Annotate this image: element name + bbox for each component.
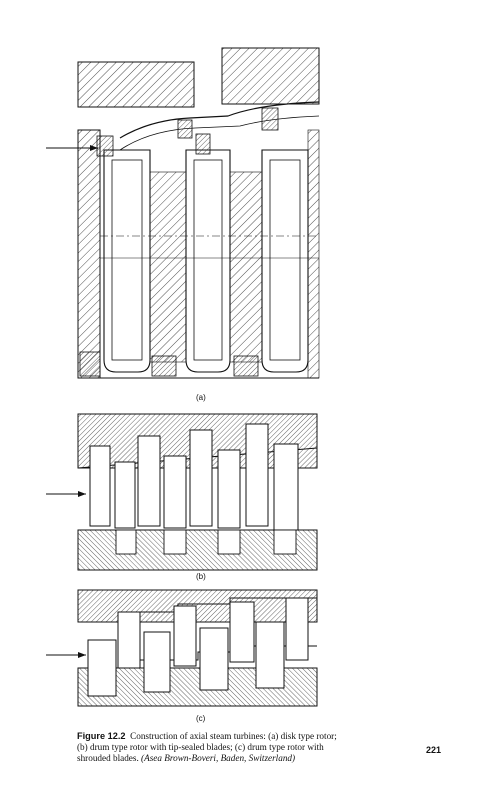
panel-a-label: (a) bbox=[196, 393, 206, 402]
disk-1 bbox=[103, 149, 151, 373]
figure-caption: Figure 12.2 Construction of axial steam … bbox=[77, 731, 339, 764]
panel-b-label: (b) bbox=[196, 572, 206, 581]
page-number: 221 bbox=[426, 745, 442, 755]
panel-c-label: (c) bbox=[196, 714, 206, 723]
disk-3 bbox=[261, 149, 309, 373]
casing-left bbox=[77, 61, 195, 108]
figure-number: Figure 12.2 bbox=[77, 731, 126, 741]
rotor-wall-left bbox=[77, 129, 101, 379]
caption-text: Construction of axial steam turbines: (a… bbox=[77, 731, 337, 763]
casing-right bbox=[221, 47, 320, 105]
panel-b-drawing bbox=[46, 413, 318, 571]
panel-c-drawing bbox=[46, 589, 318, 707]
casing-c bbox=[77, 589, 318, 623]
panel-a-drawing bbox=[46, 47, 320, 379]
caption-credit: (Asea Brown-Boveri, Baden, Switzerland) bbox=[141, 753, 296, 763]
disk-2 bbox=[185, 149, 231, 373]
